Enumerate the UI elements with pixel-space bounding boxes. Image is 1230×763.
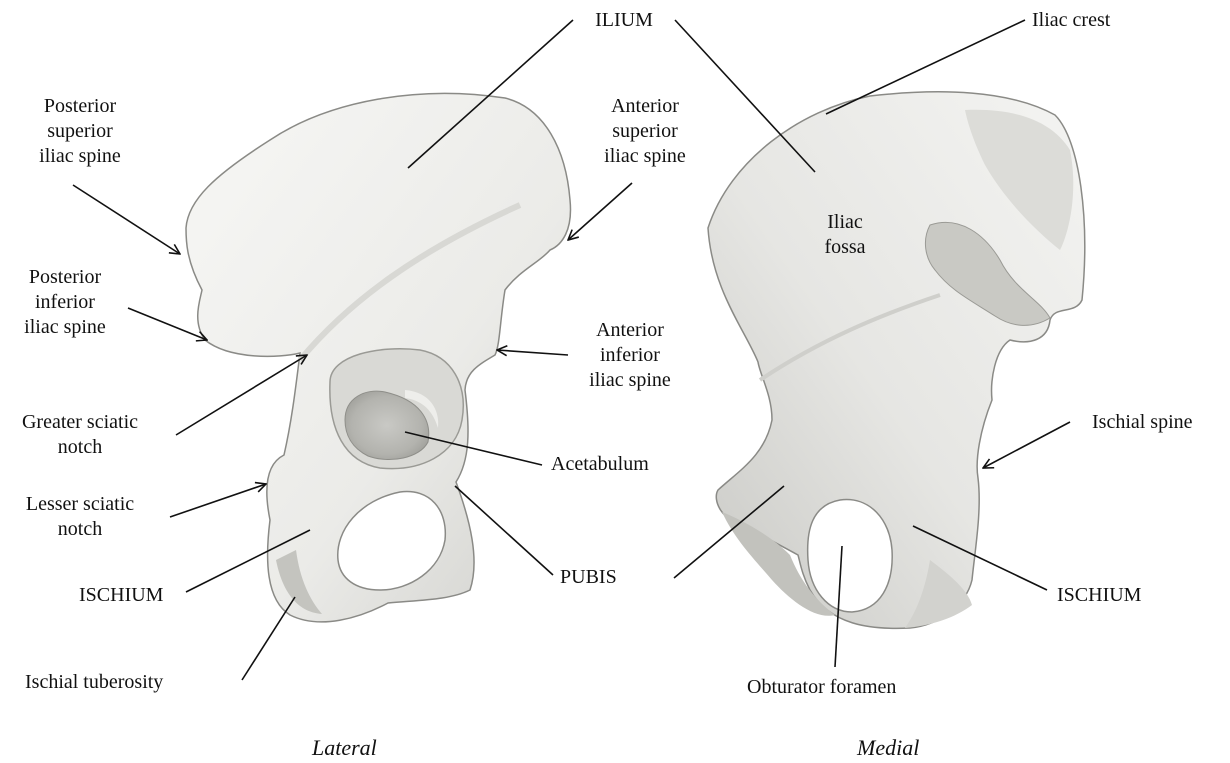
label-ischial-spine: Ischial spine <box>1092 410 1193 435</box>
label-posterior-superior-iliac-spine: Posterior superior iliac spine <box>10 94 150 169</box>
label-iliac-fossa-line-2: fossa <box>805 235 885 260</box>
lateral-hip-bone <box>186 93 570 621</box>
caption-lateral: Lateral <box>312 735 377 760</box>
label-ischium-medial: ISCHIUM <box>1057 583 1141 608</box>
leader-ischial-spine <box>983 422 1070 468</box>
leader-anterior-inferior-iliac-spine <box>497 350 568 355</box>
label-asis-line-3: iliac spine <box>575 144 715 169</box>
label-piis-line-3: iliac spine <box>0 315 130 340</box>
label-psis-line-1: Posterior <box>10 94 150 119</box>
label-aiis-line-2: inferior <box>560 343 700 368</box>
label-lesser-sciatic-notch-line-2: notch <box>10 517 150 542</box>
label-ischial-tuberosity: Ischial tuberosity <box>25 670 163 695</box>
label-anterior-superior-iliac-spine: Anterior superior iliac spine <box>575 94 715 169</box>
label-piis-line-2: inferior <box>0 290 130 315</box>
label-aiis-line-3: iliac spine <box>560 368 700 393</box>
label-anterior-inferior-iliac-spine: Anterior inferior iliac spine <box>560 318 700 393</box>
label-ischium-lateral: ISCHIUM <box>79 583 163 608</box>
label-pubis: PUBIS <box>560 565 617 590</box>
label-lesser-sciatic-notch: Lesser sciatic notch <box>10 492 150 542</box>
leader-ischial-tuberosity <box>242 597 295 680</box>
label-aiis-line-1: Anterior <box>560 318 700 343</box>
leader-anterior-superior-iliac-spine <box>568 183 632 240</box>
medial-hip-bone <box>708 92 1085 629</box>
label-posterior-inferior-iliac-spine: Posterior inferior iliac spine <box>0 265 130 340</box>
label-ilium: ILIUM <box>574 8 674 33</box>
label-asis-line-2: superior <box>575 119 715 144</box>
label-obturator-foramen: Obturator foramen <box>747 675 896 700</box>
label-greater-sciatic-notch-line-2: notch <box>5 435 155 460</box>
label-iliac-fossa: Iliac fossa <box>805 210 885 260</box>
label-asis-line-1: Anterior <box>575 94 715 119</box>
leader-posterior-inferior-iliac-spine <box>128 308 207 340</box>
label-greater-sciatic-notch-line-1: Greater sciatic <box>5 410 155 435</box>
leader-greater-sciatic-notch <box>176 355 307 435</box>
label-lesser-sciatic-notch-line-1: Lesser sciatic <box>10 492 150 517</box>
label-piis-line-1: Posterior <box>0 265 130 290</box>
label-iliac-fossa-line-1: Iliac <box>805 210 885 235</box>
label-greater-sciatic-notch: Greater sciatic notch <box>5 410 155 460</box>
medial-obturator-foramen <box>808 500 893 612</box>
leader-lesser-sciatic-notch <box>170 484 266 517</box>
label-psis-line-2: superior <box>10 119 150 144</box>
caption-medial: Medial <box>857 735 919 760</box>
label-iliac-crest: Iliac crest <box>1032 8 1110 33</box>
label-acetabulum: Acetabulum <box>551 452 649 477</box>
label-psis-line-3: iliac spine <box>10 144 150 169</box>
leader-posterior-superior-iliac-spine <box>73 185 180 254</box>
